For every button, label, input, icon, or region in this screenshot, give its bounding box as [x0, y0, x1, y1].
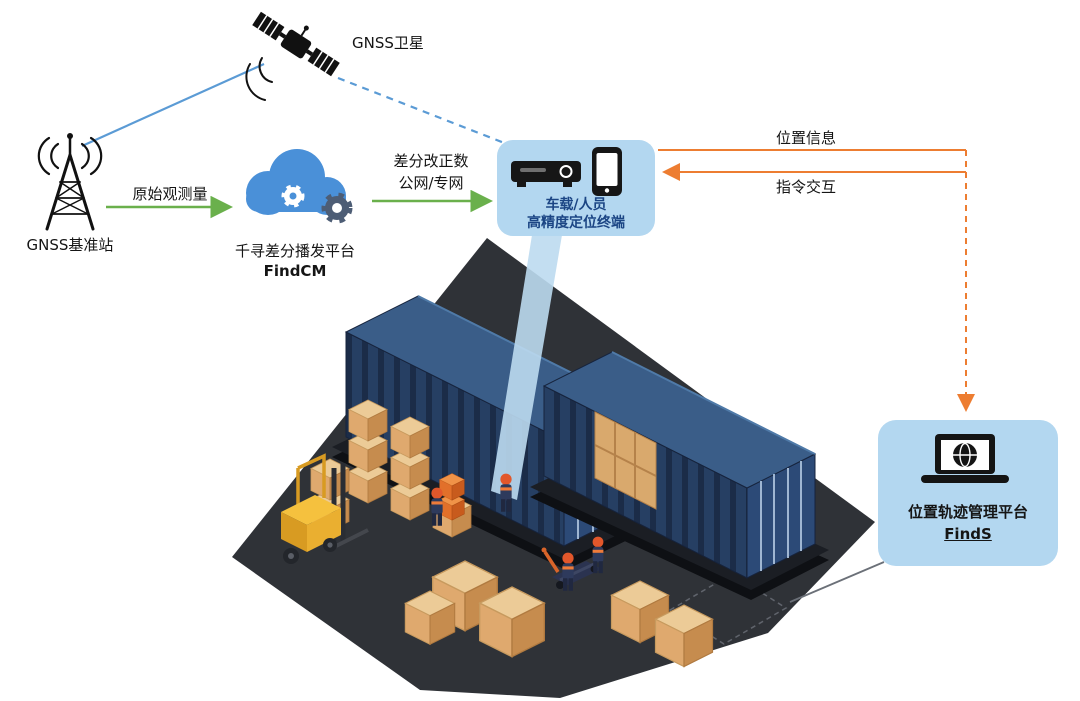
gear-icon-dark — [321, 192, 353, 224]
platform-name-label: 位置轨迹管理平台 — [907, 503, 1028, 521]
base-signal-arcs — [37, 136, 103, 176]
satellite-icon — [245, 11, 340, 101]
container-b — [542, 351, 817, 579]
link-satellite-base — [81, 62, 265, 148]
link-satellite-terminal — [337, 76, 513, 148]
platform-product-label: FindS — [944, 525, 992, 543]
link-position-info — [658, 149, 975, 412]
positioning-beam — [491, 235, 562, 500]
base-station-label: GNSS基准站 — [26, 236, 114, 254]
correction-label-2: 公网/专网 — [398, 174, 464, 192]
warehouse-scene — [232, 238, 875, 698]
raw-observation-label: 原始观测量 — [132, 185, 208, 203]
container-open-door — [594, 411, 657, 510]
position-info-label: 位置信息 — [775, 129, 836, 147]
satellite-signal-arcs — [245, 57, 273, 101]
receiver-icon — [511, 161, 581, 187]
platform-callout-line — [789, 561, 885, 603]
platform-panel — [878, 420, 1058, 566]
forklift-icon — [281, 453, 369, 564]
laptop-globe-icon — [921, 434, 1009, 483]
satellite-label: GNSS卫星 — [352, 34, 424, 52]
terminal-panel — [497, 140, 655, 236]
gear-icon-white — [281, 184, 305, 208]
command-interaction-label: 指令交互 — [775, 178, 836, 196]
terminal-label-1: 车载/人员 — [545, 197, 607, 213]
correction-label-1: 差分改正数 — [393, 152, 469, 170]
terminal-label-2: 高精度定位终端 — [527, 215, 625, 231]
phone-icon — [592, 147, 622, 196]
cloud-product-name: FindCM — [263, 262, 327, 280]
cloud-icon — [246, 149, 353, 224]
cloud-platform-name: 千寻差分播发平台 — [234, 242, 355, 260]
base-station-icon — [37, 133, 103, 231]
